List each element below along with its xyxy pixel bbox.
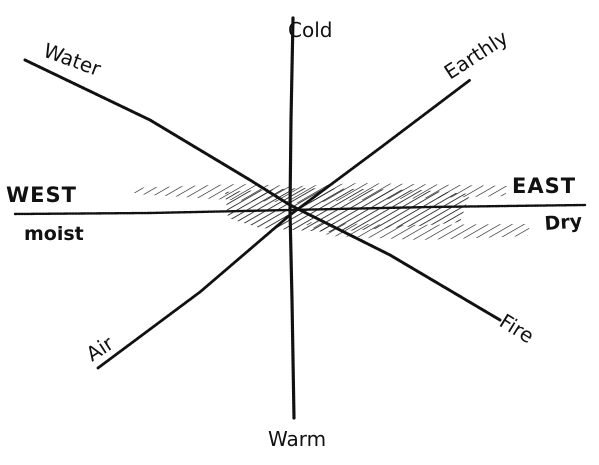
label-east: EAST (512, 174, 576, 198)
label-water: Water (40, 38, 104, 81)
hatched-band-core (225, 188, 470, 232)
label-west: WEST (6, 183, 77, 207)
air-earthly-diagonal (96, 78, 472, 370)
west-east-axis (13, 203, 587, 216)
axes (13, 16, 587, 420)
label-earthly: Earthly (440, 25, 513, 84)
water-fire-diagonal (23, 58, 502, 322)
label-fire: Fire (495, 309, 538, 348)
label-warm: Warm (268, 427, 326, 451)
label-cold: Cold (288, 18, 332, 42)
hatched-band-lower (300, 222, 530, 240)
label-dry: Dry (544, 210, 584, 235)
hatched-band (132, 183, 530, 240)
label-moist: moist (24, 223, 84, 245)
label-air: Air (82, 331, 119, 367)
